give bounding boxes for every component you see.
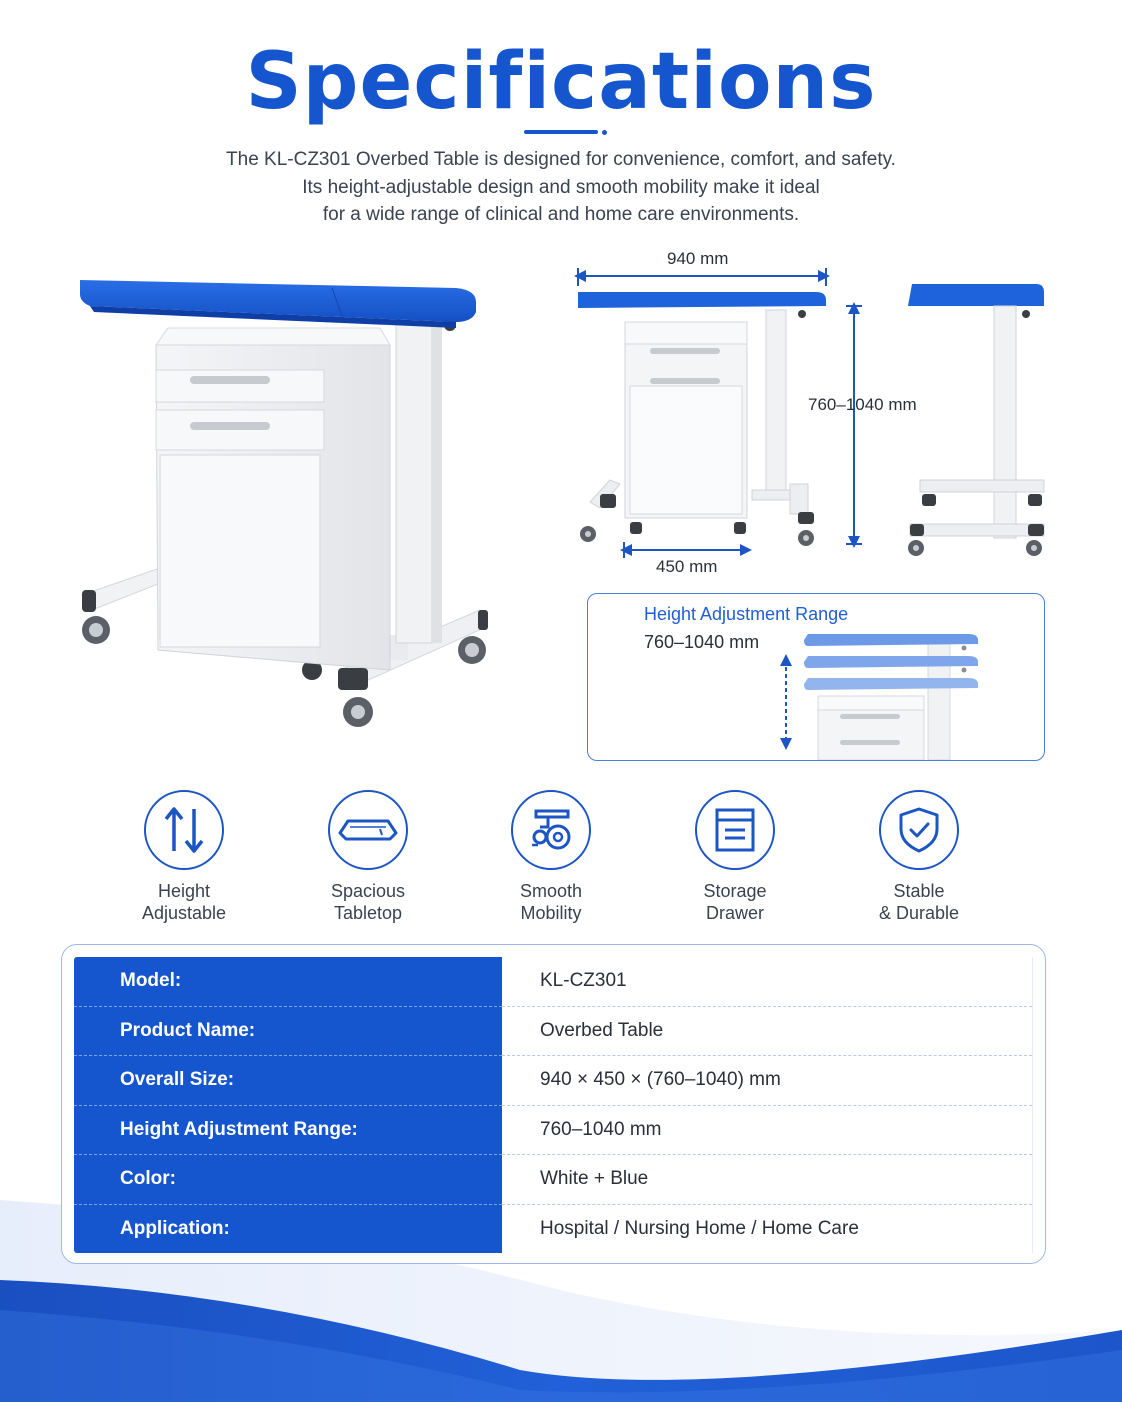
feature-label: Mobility [520, 903, 582, 923]
intro-paragraph: The KL-CZ301 Overbed Table is designed f… [0, 146, 1122, 229]
spec-label: Model: [74, 957, 502, 1007]
feature-label: Adjustable [141, 903, 227, 923]
table-row: Overall Size: 940 × 450 × (760–1040) mm [74, 1055, 1033, 1106]
table-row: Application: Hospital / Nursing Home / H… [74, 1204, 1033, 1253]
spec-value: KL-CZ301 [502, 957, 1033, 1007]
spec-value: 760–1040 mm [502, 1105, 1033, 1155]
height-range-box: Height Adjustment Range 760–1040 mm [587, 593, 1045, 761]
depth-dimension-label: 450 mm [656, 557, 718, 576]
drawer-icon [695, 790, 775, 870]
intro-line: for a wide range of clinical and home ca… [322, 204, 800, 225]
spec-value: Hospital / Nursing Home / Home Care [502, 1204, 1033, 1253]
height-range-value: 760–1040 mm [644, 632, 760, 652]
spec-value: White + Blue [502, 1154, 1033, 1205]
dimension-diagram [574, 268, 1045, 558]
shield-check-icon [879, 790, 959, 870]
spec-label: Overall Size: [74, 1055, 502, 1106]
feature-label: Tabletop [333, 903, 403, 923]
width-dimension-label: 940 mm [667, 249, 729, 268]
feature-label: Stable [893, 881, 945, 901]
up-down-arrows-icon [144, 790, 224, 870]
height-range-title: Height Adjustment Range [644, 604, 849, 624]
caster-wheel-icon [511, 790, 591, 870]
feature-label: Spacious [330, 881, 406, 901]
height-range-illustration [780, 634, 978, 760]
feature-label: Height [157, 881, 211, 901]
spec-value: 940 × 450 × (760–1040) mm [502, 1055, 1033, 1106]
table-row: Height Adjustment Range: 760–1040 mm [74, 1105, 1033, 1155]
feature-label: & Durable [878, 903, 960, 923]
page-title: Specifications [245, 37, 877, 127]
specs-table: Model: KL-CZ301 Product Name: Overbed Ta… [74, 957, 1033, 1253]
feature-label: Storage [703, 881, 767, 901]
tabletop-icon [328, 790, 408, 870]
title-underline [524, 130, 598, 134]
table-row: Product Name: Overbed Table [74, 1006, 1033, 1056]
spec-label: Product Name: [74, 1006, 502, 1056]
intro-line: Its height-adjustable design and smooth … [302, 176, 820, 198]
feature-label: Drawer [705, 903, 764, 923]
spec-value: Overbed Table [502, 1006, 1033, 1056]
spec-label: Application: [74, 1204, 502, 1253]
spec-label: Height Adjustment Range: [74, 1105, 502, 1155]
table-row: Color: White + Blue [74, 1154, 1033, 1205]
intro-line: The KL-CZ301 Overbed Table is designed f… [226, 149, 896, 170]
spec-label: Color: [74, 1154, 502, 1205]
feature-stable-durable: Stable& Durable [839, 790, 999, 924]
table-row: Model: KL-CZ301 [74, 957, 1033, 1007]
title-underline-dot [602, 130, 607, 135]
feature-label: Smooth [519, 881, 583, 901]
height-dimension-label: 760–1040 mm [808, 395, 917, 414]
product-main-image [80, 280, 488, 727]
